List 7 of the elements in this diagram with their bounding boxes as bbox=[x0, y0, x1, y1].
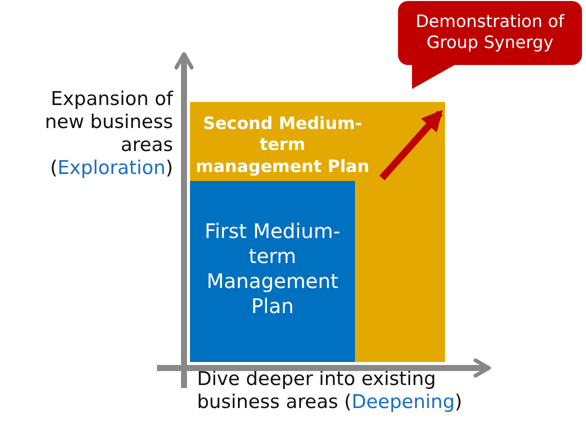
node-label: Demonstration of Group Synergy bbox=[414, 12, 566, 54]
axis-label: Expansion of new business areas (Exploration) bbox=[44, 88, 173, 180]
plan-area bbox=[190, 181, 355, 362]
axis-label: Dive deeper into existing business areas (Deepening) bbox=[197, 368, 464, 414]
node-label: Second Medium-term management Plan bbox=[195, 114, 370, 178]
node-label: First Medium-term Management Plan bbox=[204, 219, 342, 319]
plan-area bbox=[190, 102, 445, 362]
